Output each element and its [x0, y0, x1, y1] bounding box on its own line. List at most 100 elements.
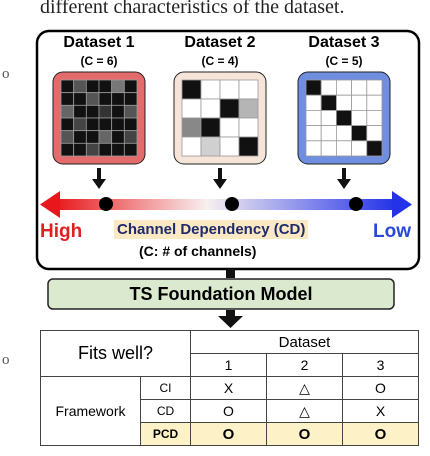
dataset-1-title: Dataset 1	[63, 34, 135, 51]
grid-cell	[320, 140, 337, 157]
panel-arrows	[92, 168, 351, 189]
grid-cell	[320, 125, 337, 142]
fits-well-header: Fits well?	[40, 330, 191, 377]
dataset-id-cell: 2	[266, 353, 343, 377]
fit-cell: O	[342, 376, 419, 400]
grid-cell	[200, 136, 221, 157]
grid-cell	[219, 117, 240, 138]
dataset-id-cell: 1	[190, 353, 267, 377]
fit-cell: O	[342, 422, 419, 446]
dataset-3-correlation-grid	[305, 79, 383, 157]
grid-cell	[123, 117, 138, 132]
grid-cell	[305, 94, 322, 111]
grid-cell	[60, 142, 75, 157]
dataset-2-channels: (C = 4)	[201, 54, 239, 68]
down-arrow-icon	[337, 179, 351, 189]
grid-cell	[111, 92, 125, 106]
left-arrow-icon	[40, 191, 60, 218]
dataset-2-title: Dataset 2	[184, 34, 256, 51]
grid-cell	[123, 79, 138, 94]
grid-cell	[200, 79, 221, 100]
dataset-3-channels: (C = 5)	[325, 54, 363, 68]
row-name-pcd: PCD	[140, 422, 191, 446]
grid-cell	[351, 79, 368, 96]
grid-cell	[85, 117, 100, 132]
grid-cell	[351, 140, 368, 157]
grid-cell	[98, 92, 113, 106]
row-name-cd: CD	[140, 399, 191, 423]
row-name-ci: CI	[140, 376, 191, 400]
grid-cell	[98, 130, 113, 144]
grid-cell	[366, 125, 383, 142]
grid-cell	[73, 117, 87, 132]
grid-cell	[85, 92, 100, 106]
grid-cell	[305, 79, 322, 96]
grid-cell	[320, 110, 337, 127]
grid-cell	[238, 79, 259, 100]
grid-cell	[219, 136, 240, 157]
channel-dependency-label: Channel Dependency (CD)	[114, 220, 309, 239]
grid-cell	[200, 98, 221, 119]
grid-cell	[123, 130, 138, 144]
grid-cell	[98, 104, 113, 119]
down-arrow-icon	[92, 179, 106, 189]
grid-cell	[305, 110, 322, 127]
fit-cell: X	[190, 376, 267, 400]
grid-cell	[305, 140, 322, 157]
grid-cell	[335, 125, 352, 142]
caption-text: different characteristics of the dataset…	[40, 0, 345, 18]
table-row: Fits well? Dataset	[40, 330, 419, 377]
grid-cell	[98, 142, 113, 157]
dataset-2-panel	[173, 71, 267, 165]
grid-cell	[219, 98, 240, 119]
dataset-3-panel	[297, 71, 391, 165]
grid-cell	[111, 104, 125, 119]
grid-cell	[335, 94, 352, 111]
dataset-3-title: Dataset 3	[308, 34, 380, 51]
dataset-id-cell: 3	[342, 353, 419, 377]
grid-cell	[73, 104, 87, 119]
table-row: Framework CI X △ O	[40, 376, 419, 446]
grid-cell	[73, 92, 87, 106]
framework-label: Framework	[40, 376, 141, 446]
dataset-3-marker	[349, 197, 363, 211]
grid-cell	[111, 117, 125, 132]
grid-cell	[335, 79, 352, 96]
grid-cell	[111, 79, 125, 94]
grid-cell	[305, 125, 322, 142]
grid-cell	[123, 92, 138, 106]
table-row: PCD O O O	[41, 422, 419, 446]
fit-cell: O	[190, 399, 267, 423]
grid-cell	[73, 130, 87, 144]
grid-cell	[366, 110, 383, 127]
grid-cell	[60, 104, 75, 119]
high-label: High	[40, 221, 83, 242]
right-arrow-icon	[392, 191, 412, 218]
grid-cell	[85, 142, 100, 157]
fit-cell: O	[190, 422, 267, 446]
grid-cell	[111, 142, 125, 157]
fit-cell: △	[266, 376, 343, 400]
fit-cell: △	[266, 399, 343, 423]
grid-cell	[181, 79, 202, 100]
grid-cell	[335, 110, 352, 127]
grid-cell	[181, 98, 202, 119]
grid-cell	[60, 79, 75, 94]
side-mark: o	[2, 352, 10, 368]
grid-cell	[123, 104, 138, 119]
down-arrow-icon	[213, 179, 227, 189]
grid-cell	[351, 110, 368, 127]
grid-cell	[366, 94, 383, 111]
dataset-header: Dataset	[190, 330, 419, 354]
grid-cell	[60, 130, 75, 144]
grid-cell	[98, 117, 113, 132]
grid-cell	[351, 125, 368, 142]
dataset-2-marker	[225, 197, 239, 211]
grid-cell	[111, 130, 125, 144]
grid-cell	[351, 94, 368, 111]
grid-cell	[181, 136, 202, 157]
fit-table: Fits well? Dataset 1 2 3 Framework CI X …	[40, 330, 419, 446]
fit-cell: O	[266, 422, 343, 446]
grid-cell	[123, 142, 138, 157]
grid-cell	[335, 140, 352, 157]
